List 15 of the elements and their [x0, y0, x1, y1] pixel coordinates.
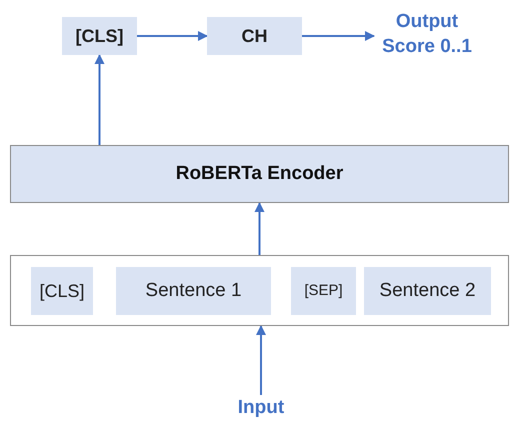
- input-label: Input: [225, 395, 297, 421]
- output-label: Output Score 0..1: [374, 8, 480, 62]
- input-container: [10, 255, 509, 326]
- encoder-box: RoBERTa Encoder: [10, 145, 509, 203]
- token-box: [CLS]: [62, 17, 137, 55]
- arrow: [137, 31, 208, 41]
- token-box: [CLS]: [31, 267, 93, 315]
- arrow: [254, 202, 264, 255]
- sentence-box: Sentence 1: [116, 267, 271, 315]
- token-box: [SEP]: [291, 267, 356, 315]
- arrow: [94, 54, 104, 145]
- arrow: [256, 325, 266, 395]
- arrow: [302, 31, 375, 41]
- sentence-box: Sentence 2: [364, 267, 491, 315]
- classifier-box: CH: [207, 17, 302, 55]
